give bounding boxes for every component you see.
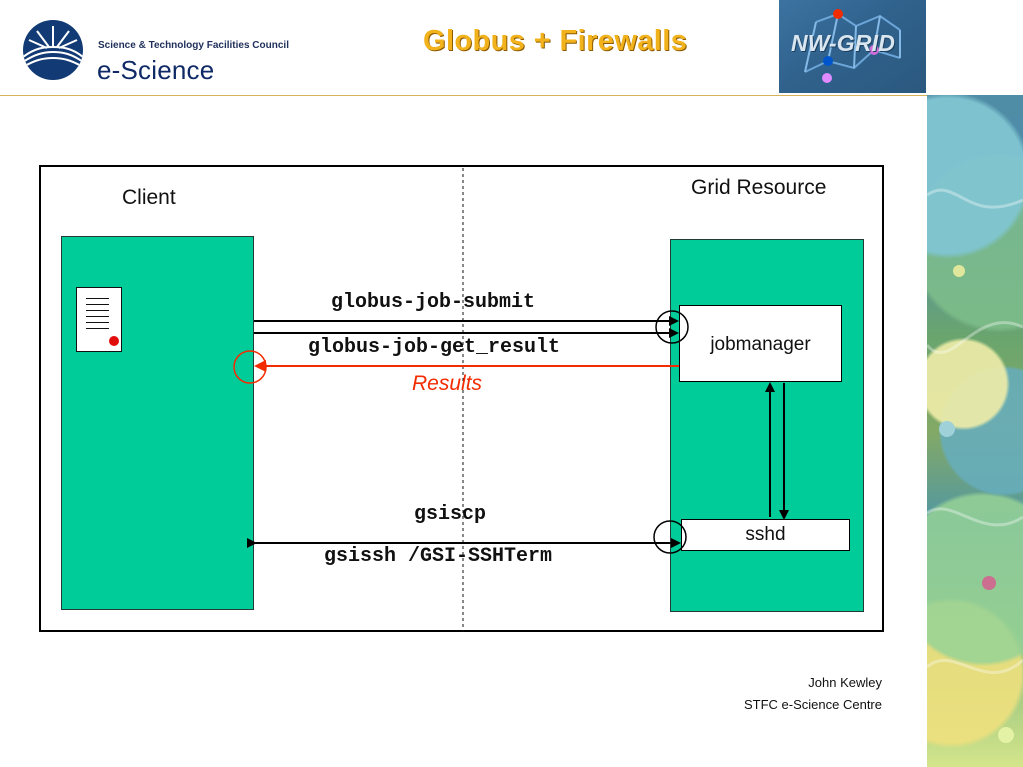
author-organization: STFC e-Science Centre [744,697,882,712]
grid-resource-label: Grid Resource [691,176,827,199]
jobmanager-box: jobmanager [679,305,842,382]
result-port-marker [233,350,267,384]
gsissh-command-label: gsissh /GSI-SSHTerm [324,545,553,568]
nw-grid-logo-text: NW-GRID [791,30,896,56]
get-result-command-label: globus-job-get_result [308,336,561,359]
ssh-port-marker [653,520,687,554]
sshd-box: sshd [681,519,850,551]
client-label: Client [122,186,176,209]
document-status-dot [109,336,119,346]
document-line [86,322,109,323]
slide-header: Science & Technology Facilities Council … [0,0,927,96]
document-line [86,310,109,311]
document-line [86,298,109,299]
gsiscp-command-label: gsiscp [414,503,487,526]
organization-line: Science & Technology Facilities Council [98,40,289,51]
document-line [86,304,109,305]
document-icon [76,287,122,352]
escience-logo-text: e-Science [97,55,215,85]
slide-title: Globus + Firewalls [423,25,688,57]
nw-grid-logo: NW-GRID [779,0,926,93]
document-line [86,328,109,329]
decorative-sidebar [927,95,1023,767]
stfc-logo-icon [23,20,83,80]
author-name: John Kewley [808,675,882,690]
decorative-network-pattern [927,188,1023,743]
document-line [86,316,109,317]
submit-command-label: globus-job-submit [331,291,536,314]
submit-port-marker [655,310,689,344]
results-label: Results [412,372,483,395]
nw-grid-network-icon [804,9,901,83]
